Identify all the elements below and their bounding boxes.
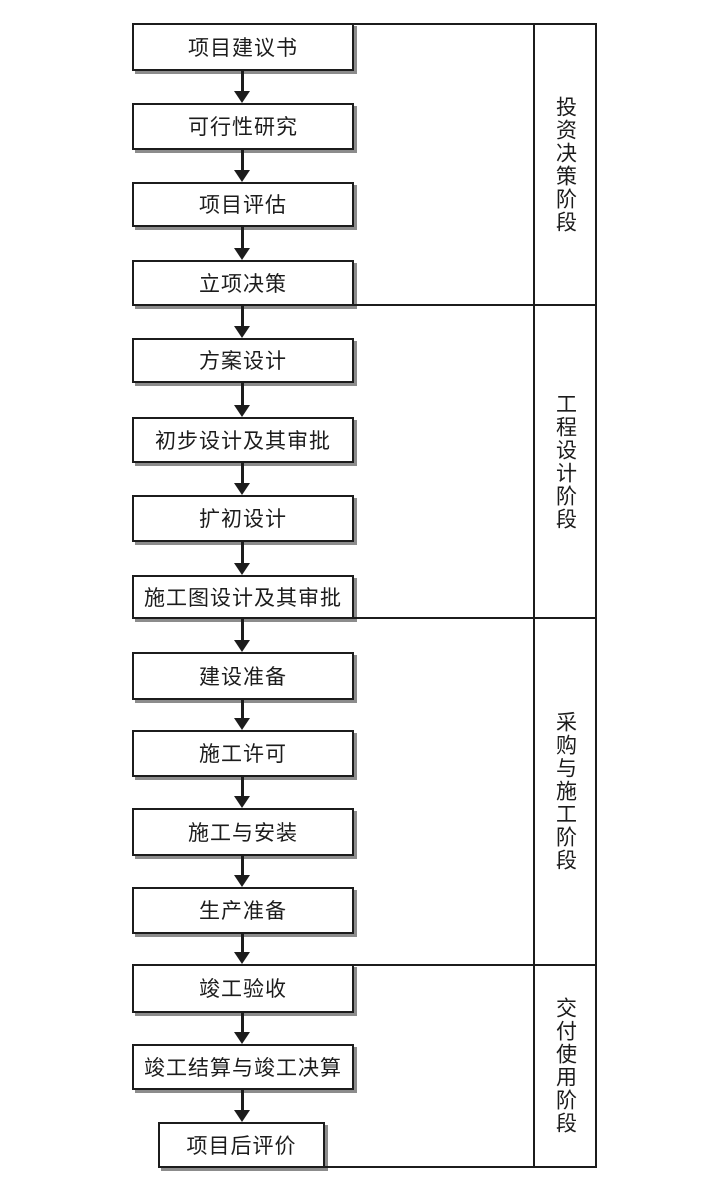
down-arrow-4 [230,306,254,338]
down-arrow-11 [230,856,254,887]
arrowhead-icon [234,875,250,887]
down-arrow-13 [230,1013,254,1044]
arrowhead-icon [234,326,250,338]
flow-step-box-13: 竣工验收 [132,964,354,1013]
flow-step-box-1: 项目建议书 [132,23,354,71]
arrow-stem [240,700,244,718]
arrow-stem [240,934,244,952]
flow-step-label: 可行性研究 [188,115,298,139]
down-arrow-5 [230,383,254,417]
flow-step-label: 生产准备 [199,899,287,923]
stage-table-top-line [354,23,597,25]
stage-cell-3: 采购与施工阶段 [535,619,595,964]
arrow-stem [240,383,244,405]
flow-step-box-9: 建设准备 [132,652,354,700]
arrow-stem [240,777,244,796]
flow-step-box-15: 项目后评价 [158,1122,325,1168]
flow-step-label: 立项决策 [199,271,287,296]
flow-step-label: 项目建议书 [188,35,298,60]
arrowhead-icon [234,483,250,495]
flow-step-label: 竣工结算与竣工决算 [144,1055,342,1080]
arrow-stem [240,1090,244,1110]
arrowhead-icon [234,640,250,652]
arrowhead-icon [234,91,250,103]
down-arrow-10 [230,777,254,808]
arrow-stem [240,227,244,248]
flow-step-label: 初步设计及其审批 [155,428,331,453]
flow-step-label: 扩初设计 [199,507,287,531]
flow-step-label: 建设准备 [199,664,287,689]
arrow-stem [240,463,244,483]
arrow-stem [240,306,244,326]
down-arrow-12 [230,934,254,964]
arrowhead-icon [234,796,250,808]
down-arrow-6 [230,463,254,495]
stage-table-divider-1 [354,304,597,306]
arrow-stem [240,856,244,875]
arrowhead-icon [234,248,250,260]
stage-label: 工程设计阶段 [553,392,578,531]
flow-step-box-11: 施工与安装 [132,808,354,856]
flow-step-box-10: 施工许可 [132,730,354,777]
flow-step-box-3: 项目评估 [132,182,354,227]
down-arrow-2 [230,150,254,182]
arrowhead-icon [234,1032,250,1044]
arrowhead-icon [234,718,250,730]
flow-step-box-7: 扩初设计 [132,495,354,542]
flow-step-box-6: 初步设计及其审批 [132,417,354,463]
arrow-stem [240,71,244,91]
stage-cell-2: 工程设计阶段 [535,306,595,617]
stage-label: 采购与施工阶段 [553,711,578,872]
flow-step-box-8: 施工图设计及其审批 [132,575,354,619]
arrow-stem [240,542,244,563]
flow-step-box-2: 可行性研究 [132,103,354,150]
stage-table-divider-2 [354,617,597,619]
flow-step-label: 施工图设计及其审批 [144,585,342,610]
stage-column-left-border [533,23,535,1168]
flow-step-label: 施工与安装 [188,820,298,845]
stage-cell-1: 投资决策阶段 [535,25,595,304]
down-arrow-7 [230,542,254,575]
down-arrow-9 [230,700,254,730]
arrowhead-icon [234,952,250,964]
arrowhead-icon [234,1110,250,1122]
flow-step-label: 方案设计 [199,349,287,373]
down-arrow-1 [230,71,254,103]
flow-step-label: 项目评估 [199,193,287,217]
down-arrow-14 [230,1090,254,1122]
arrowhead-icon [234,170,250,182]
flow-step-box-14: 竣工结算与竣工决算 [132,1044,354,1090]
stage-label: 投资决策阶段 [553,95,578,234]
arrow-stem [240,150,244,170]
stage-table-divider-3 [354,964,597,966]
flow-step-label: 项目后评价 [186,1133,297,1158]
stage-column-right-border [595,23,597,1168]
arrowhead-icon [234,563,250,575]
flow-step-box-4: 立项决策 [132,260,354,306]
flow-step-box-5: 方案设计 [132,338,354,383]
arrowhead-icon [234,405,250,417]
stage-cell-4: 交付使用阶段 [535,966,595,1166]
down-arrow-8 [230,619,254,652]
stage-label: 交付使用阶段 [553,997,578,1135]
flow-step-box-12: 生产准备 [132,887,354,934]
arrow-stem [240,1013,244,1032]
arrow-stem [240,619,244,640]
stage-table-bottom-line [325,1166,597,1168]
down-arrow-3 [230,227,254,260]
flow-step-label: 施工许可 [199,742,287,766]
flow-step-label: 竣工验收 [199,977,287,1001]
